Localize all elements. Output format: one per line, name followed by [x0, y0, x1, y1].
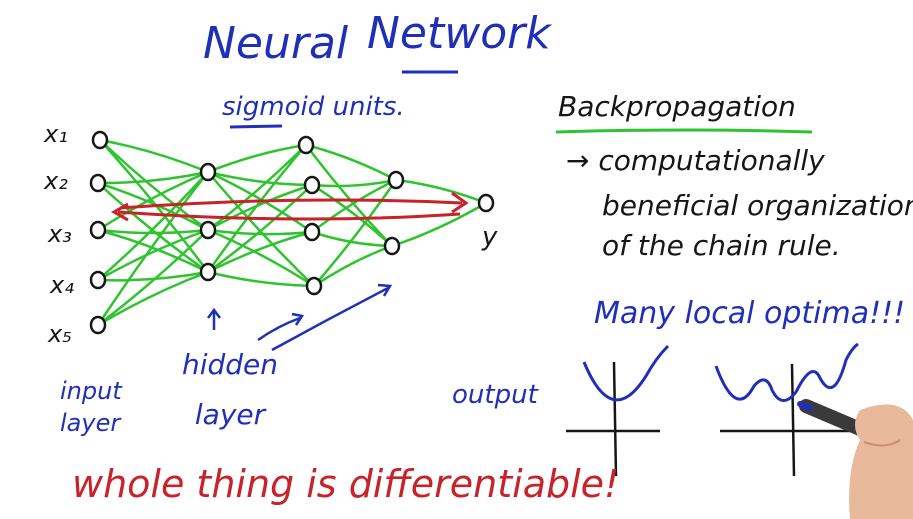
differentiable-note: whole thing is differentiable! [72, 462, 620, 506]
backprop-red-arrow [110, 191, 469, 222]
network-edge [207, 230, 313, 274]
title-word-network: Network [367, 8, 551, 59]
network-edge [207, 270, 315, 288]
network-edge [311, 178, 397, 233]
hidden-units-label: sigmoid units. [222, 92, 405, 122]
hidden-layer-label: hidden layer [181, 348, 279, 431]
network-node [305, 276, 323, 296]
network-node [387, 170, 405, 190]
network-node [89, 315, 107, 335]
network-edge [207, 170, 313, 234]
network-edge [207, 144, 307, 232]
input-label-x4: x₄ [50, 271, 74, 299]
network-edge [395, 178, 487, 205]
backprop-line-3: of the chain rule. [602, 229, 841, 262]
local-optima-caption: Many local optima!!! [594, 296, 906, 331]
network-edge [207, 143, 307, 174]
network-edge [391, 201, 487, 248]
network-node [199, 220, 217, 240]
network-edge [207, 228, 313, 236]
network-node [297, 135, 315, 155]
hidden-layer-arrows [207, 283, 393, 352]
network-edge [207, 183, 313, 232]
network-nodes [89, 130, 495, 335]
network-node [477, 193, 495, 213]
network-edge [99, 139, 209, 232]
network-node [89, 270, 107, 290]
sigmoid-underline [229, 124, 283, 129]
network-edge [97, 170, 209, 185]
backprop-heading: Backpropagation [558, 90, 796, 123]
input-label-x5: x₅ [48, 320, 72, 348]
backprop-underline [555, 128, 813, 134]
network-node [199, 162, 217, 182]
network-edge [313, 179, 398, 287]
network-edge [311, 178, 397, 188]
title-word-neural: Neural [203, 18, 349, 69]
network-edge [311, 183, 393, 247]
backprop-line-1: → computationally [566, 144, 825, 177]
network-edge [207, 184, 313, 274]
network-node [199, 262, 217, 282]
network-edge [97, 228, 209, 274]
network-edge [97, 181, 209, 232]
convex-function-plot [566, 344, 670, 477]
network-edge [97, 170, 209, 232]
network-edge [207, 170, 313, 187]
network-node [303, 222, 321, 242]
output-layer-label: output [452, 380, 538, 410]
network-node [89, 220, 107, 240]
output-label-y: y [482, 222, 498, 252]
network-edge [207, 228, 315, 288]
input-label-x2: x₂ [44, 167, 68, 195]
backprop-line-2: beneficial organization [602, 189, 913, 222]
network-edge [96, 171, 209, 326]
network-edge [97, 270, 209, 327]
network-connections [96, 138, 487, 327]
hand-with-marker [797, 399, 913, 519]
network-edge [97, 229, 209, 326]
nonconvex-function-plot [714, 342, 859, 477]
network-node [89, 173, 107, 193]
network-edge [206, 144, 307, 273]
network-node [383, 236, 401, 256]
network-edge [97, 228, 209, 282]
network-edge [97, 228, 209, 235]
network-edge [313, 244, 393, 288]
network-edge [97, 171, 209, 281]
input-label-x1: x₁ [44, 120, 68, 148]
network-edge [99, 138, 209, 174]
network-node [303, 175, 321, 195]
input-layer-label: input layer [60, 377, 122, 437]
network-edge [305, 143, 397, 182]
network-node [91, 130, 109, 150]
input-label-x3: x₃ [48, 220, 72, 248]
